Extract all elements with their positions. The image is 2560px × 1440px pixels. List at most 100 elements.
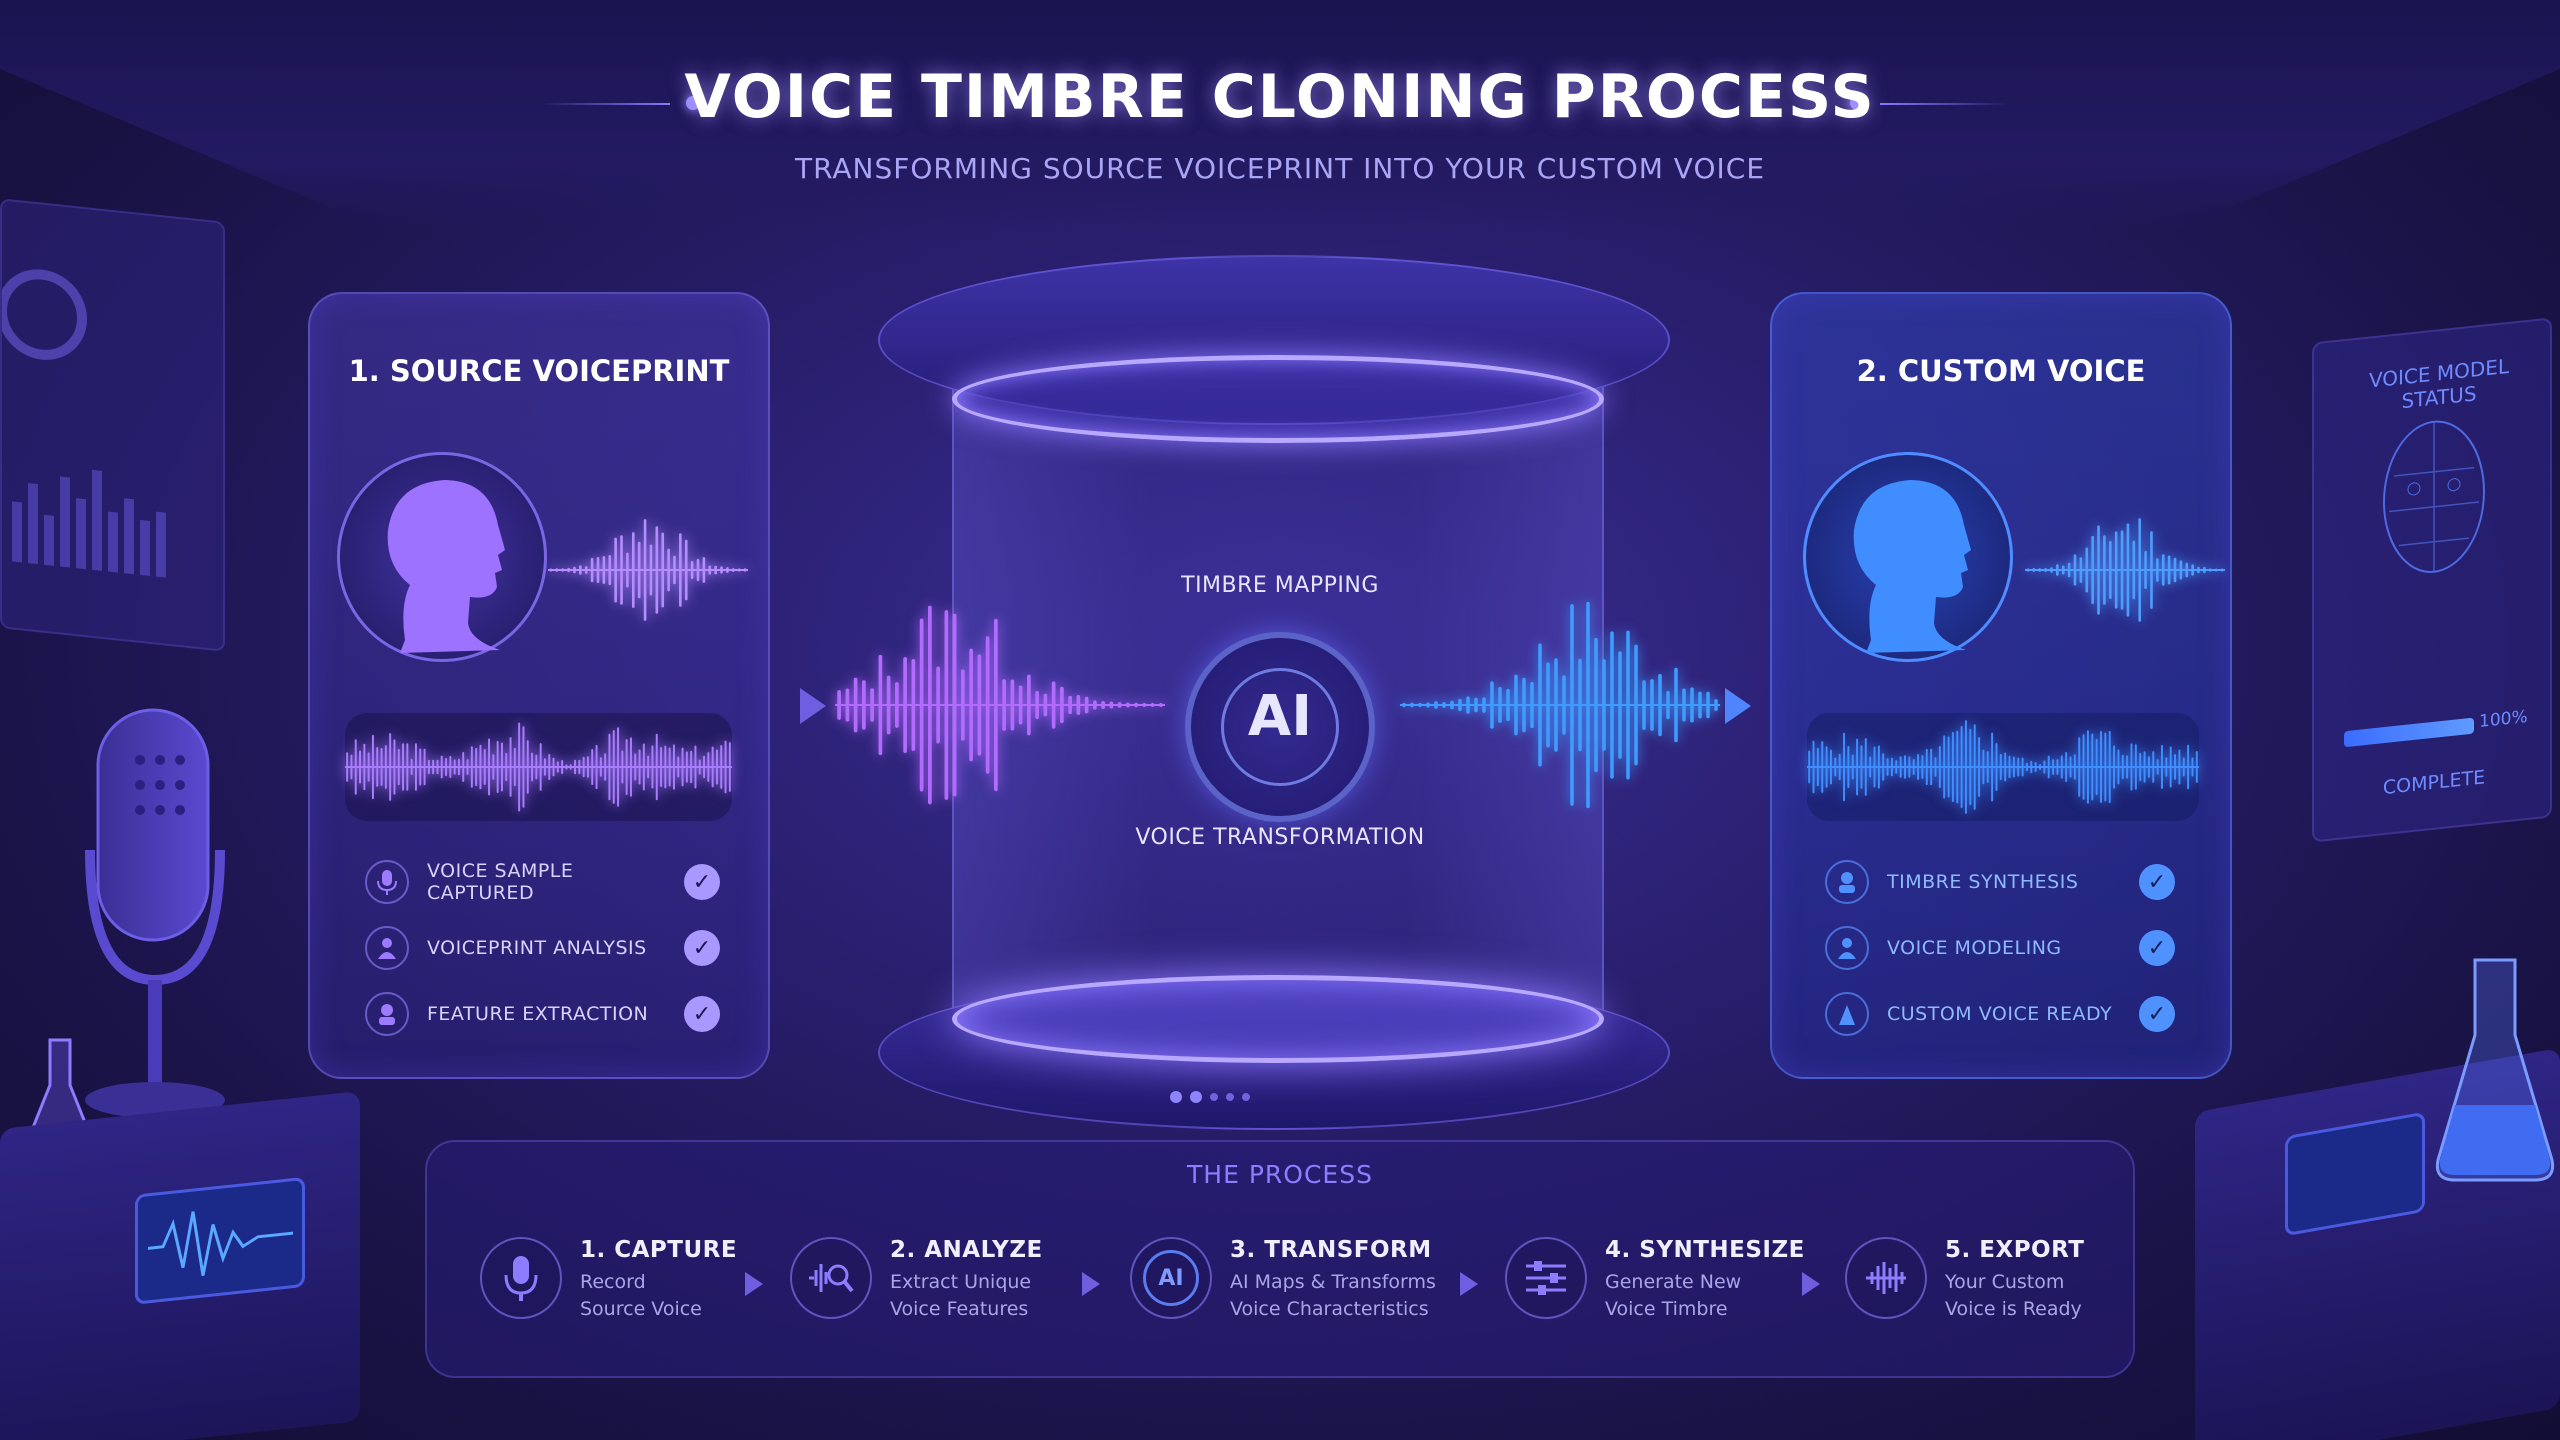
status-complete-label: COMPLETE <box>2382 766 2486 800</box>
voice-model-status-screen: VOICE MODEL STATUS 100% COMPLETE <box>2312 317 2552 843</box>
sliders-icon <box>1505 1237 1587 1319</box>
custom-item-voice-modeling: VOICE MODELING ✓ <box>1825 926 2175 970</box>
ai-badge-text: AI <box>1247 684 1313 749</box>
process-step-capture: 1. CAPTURE Record Source Voice <box>480 1237 750 1323</box>
process-step-export: 5. EXPORT Your Custom Voice is Ready <box>1845 1237 2115 1323</box>
step-arrow-4 <box>1802 1272 1820 1296</box>
custom-item-custom-voice-ready: CUSTOM VOICE READY ✓ <box>1825 992 2175 1036</box>
step-desc-line2: Voice Features <box>890 1298 1029 1320</box>
ai-core-inner-ring <box>1221 668 1339 786</box>
step-title: 1. CAPTURE <box>580 1237 738 1263</box>
custom-avatar <box>1803 452 2013 662</box>
microphone-icon <box>365 860 409 904</box>
step-desc-line1: Extract Unique <box>890 1271 1032 1293</box>
status-progress-fill <box>2344 717 2474 748</box>
custom-waveform-strip <box>1807 720 2199 814</box>
source-item-label: FEATURE EXTRACTION <box>427 1003 649 1025</box>
step-desc-line2: Source Voice <box>580 1298 702 1320</box>
step-desc-line2: Voice is Ready <box>1945 1298 2082 1320</box>
purple-input-waveform <box>835 605 1165 805</box>
chamber-bottom-ring <box>952 975 1604 1063</box>
modeling-icon <box>1825 926 1869 970</box>
title-deco-line-left <box>540 103 670 105</box>
source-avatar <box>337 452 547 662</box>
check-icon: ✓ <box>2139 864 2175 900</box>
ready-icon <box>1825 992 1869 1036</box>
status-progress-track <box>2344 717 2474 748</box>
source-item-voiceprint-analysis: VOICEPRINT ANALYSIS ✓ <box>365 926 720 970</box>
step-title: 2. ANALYZE <box>890 1237 1043 1263</box>
check-icon: ✓ <box>684 930 720 966</box>
step-arrow-2 <box>1082 1272 1100 1296</box>
chamber-base-indicator-dots <box>1170 1090 1260 1104</box>
check-icon: ✓ <box>684 996 720 1032</box>
waveform-search-icon <box>790 1237 872 1319</box>
voice-transformation-label: VOICE TRANSFORMATION <box>1135 825 1425 850</box>
check-icon: ✓ <box>2139 930 2175 966</box>
step-desc-line1: Your Custom <box>1945 1271 2065 1293</box>
extraction-icon <box>365 992 409 1036</box>
page-subtitle: TRANSFORMING SOURCE VOICEPRINT INTO YOUR… <box>794 152 1766 185</box>
wall-chart-graphic <box>0 269 166 578</box>
source-item-feature-extraction: FEATURE EXTRACTION ✓ <box>365 992 720 1036</box>
status-progress-text: 100% <box>2479 706 2528 733</box>
step-desc-line2: Voice Timbre <box>1605 1298 1728 1320</box>
custom-checklist: TIMBRE SYNTHESIS ✓ VOICE MODELING ✓ CUST… <box>1825 860 2175 1036</box>
ai-core-ring: AI <box>1185 632 1375 822</box>
step-arrow-1 <box>745 1272 763 1296</box>
ai-chip-icon: AI <box>1130 1237 1212 1319</box>
step-title: 3. TRANSFORM <box>1230 1237 1432 1263</box>
process-step-synthesize: 4. SYNTHESIZE Generate New Voice Timbre <box>1505 1237 1815 1323</box>
step-desc-line1: Record <box>580 1271 646 1293</box>
process-step-analyze: 2. ANALYZE Extract Unique Voice Features <box>790 1237 1090 1323</box>
source-waveform-icon <box>548 519 748 621</box>
step-title: 5. EXPORT <box>1945 1237 2085 1263</box>
source-waveform-strip <box>345 722 732 812</box>
source-panel-title: 1. SOURCE VOICEPRINT <box>348 354 730 388</box>
title-deco-dot-right <box>1850 96 1864 110</box>
microphone-icon <box>480 1237 562 1319</box>
status-screen-title: VOICE MODEL STATUS <box>2368 353 2510 414</box>
flask-right-icon <box>2435 958 2555 1182</box>
source-head-silhouette-icon <box>387 480 505 653</box>
check-icon: ✓ <box>684 864 720 900</box>
custom-panel-title: 2. CUSTOM VOICE <box>1856 354 2146 388</box>
flow-arrow-left <box>800 688 826 724</box>
console-waveform-graphic <box>148 1211 293 1276</box>
waveform-icon <box>1845 1237 1927 1319</box>
flow-arrow-right <box>1725 688 1751 724</box>
step-desc-line1: AI Maps & Transforms <box>1230 1271 1436 1293</box>
source-item-label: VOICEPRINT ANALYSIS <box>427 937 647 959</box>
custom-item-label: TIMBRE SYNTHESIS <box>1887 871 2079 893</box>
face-wireframe-icon <box>2383 420 2485 573</box>
process-step-transform: AI 3. TRANSFORM AI Maps & Transforms Voi… <box>1130 1237 1470 1323</box>
ai-chip-text: AI <box>1143 1250 1199 1306</box>
timbre-mapping-label: TIMBRE MAPPING <box>1181 573 1379 598</box>
source-checklist: VOICE SAMPLE CAPTURED ✓ VOICEPRINT ANALY… <box>365 860 720 1036</box>
process-title: THE PROCESS <box>1187 1160 1373 1189</box>
custom-item-label: VOICE MODELING <box>1887 937 2062 959</box>
analysis-icon <box>365 926 409 970</box>
console-screen-left <box>135 1176 305 1305</box>
custom-item-timbre-synthesis: TIMBRE SYNTHESIS ✓ <box>1825 860 2175 904</box>
chamber-top-ring <box>952 355 1604 443</box>
step-desc-line2: Voice Characteristics <box>1230 1298 1429 1320</box>
wall-monitor-left <box>0 198 225 652</box>
synthesis-icon <box>1825 860 1869 904</box>
custom-item-label: CUSTOM VOICE READY <box>1887 1003 2113 1025</box>
step-arrow-3 <box>1460 1272 1478 1296</box>
header-banner <box>0 0 2560 230</box>
custom-waveform-box <box>1807 713 2199 821</box>
source-item-voice-sample: VOICE SAMPLE CAPTURED ✓ <box>365 860 720 904</box>
step-desc-line1: Generate New <box>1605 1271 1742 1293</box>
step-title: 4. SYNTHESIZE <box>1605 1237 1805 1263</box>
source-item-label: VOICE SAMPLE CAPTURED <box>427 860 574 904</box>
title-deco-dot-left <box>686 96 700 110</box>
console-device-left <box>0 1091 360 1440</box>
page-title: VOICE TIMBRE CLONING PROCESS <box>684 62 1876 132</box>
custom-head-silhouette-icon <box>1853 480 1971 653</box>
blue-output-waveform <box>1400 601 1720 809</box>
custom-waveform-icon <box>2025 518 2225 622</box>
source-waveform-box <box>345 713 732 821</box>
check-icon: ✓ <box>2139 996 2175 1032</box>
